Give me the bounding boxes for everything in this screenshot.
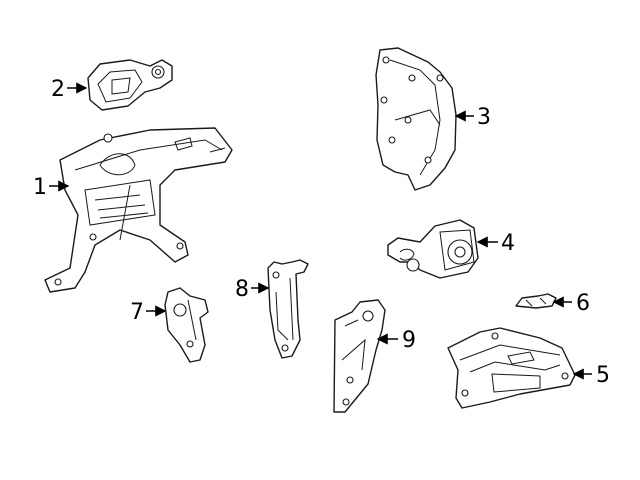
part-3-side-bracket bbox=[375, 47, 457, 191]
callout-7: 7 bbox=[130, 300, 144, 325]
part-2-upper-mount bbox=[87, 59, 173, 111]
callout-4: 4 bbox=[501, 231, 515, 256]
part-7-bracket bbox=[164, 287, 209, 363]
part-8-bracket bbox=[267, 259, 309, 359]
part-1-engine-mount bbox=[44, 127, 233, 293]
part-4-rear-mount bbox=[387, 219, 479, 279]
part-5-transmission-mount bbox=[447, 327, 576, 409]
callout-3: 3 bbox=[477, 105, 491, 130]
callout-1: 1 bbox=[33, 175, 47, 200]
callout-5: 5 bbox=[596, 363, 610, 388]
callout-6: 6 bbox=[576, 291, 590, 316]
part-6-clip bbox=[515, 293, 557, 309]
callout-2: 2 bbox=[51, 77, 65, 102]
callout-8: 8 bbox=[235, 277, 249, 302]
part-9-plate bbox=[333, 299, 386, 413]
callout-9: 9 bbox=[402, 328, 416, 353]
